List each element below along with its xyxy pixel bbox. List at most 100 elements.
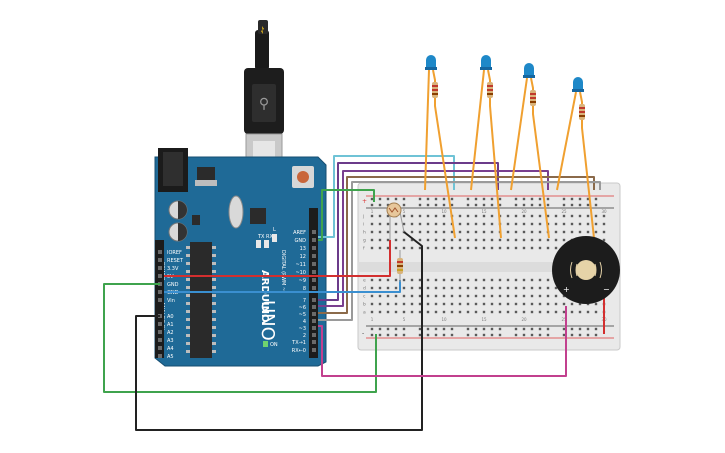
digital-pin [312, 305, 316, 309]
digital-pin [312, 286, 316, 290]
piezo-buzzer: + − [552, 236, 620, 304]
digital-pin [312, 246, 316, 250]
photoresistor [386, 202, 405, 240]
led-array [424, 55, 595, 239]
power-pin [158, 298, 162, 302]
wire-blue [164, 280, 401, 293]
row-letter: e [363, 279, 366, 284]
digital-pin-label: TX→1 [291, 340, 306, 346]
brand-label: ARDUINO [259, 270, 270, 322]
wire-green-gnd-bottom [103, 283, 377, 393]
column-number: 20 [521, 317, 527, 322]
power-pin [158, 266, 162, 270]
l-label: L [273, 227, 276, 233]
digital-pin-label: ~10 [295, 270, 306, 276]
digital-pin [312, 298, 316, 302]
led-with-resistor [510, 63, 550, 239]
column-number: 5 [403, 317, 406, 322]
digital-pin-label: RX←0 [292, 348, 306, 354]
row-letter: a [363, 311, 366, 316]
digital-pin [312, 262, 316, 266]
column-number: 25 [561, 317, 567, 322]
digital-pin [312, 319, 316, 323]
wire-magenta [318, 306, 567, 377]
digital-pin [312, 326, 316, 330]
column-number: 5 [403, 209, 406, 214]
rail-minus-bottom: - [362, 330, 364, 337]
analog-pin-label: A5 [167, 354, 174, 360]
rx-label: RX [266, 234, 273, 240]
pulldown-resistor [397, 250, 403, 282]
wires [103, 155, 605, 431]
power-pin-label: 3.3V [167, 266, 179, 272]
wire-cyan [318, 155, 455, 238]
row-letter: b [363, 302, 366, 308]
row-letter: g [363, 239, 366, 244]
model-label: UNO [257, 300, 278, 341]
power-pin-label: IOREF [167, 250, 182, 256]
digital-pin [312, 312, 316, 316]
digital-header-label: DIGITAL (PWM ~) [280, 250, 286, 293]
row-letter: h [363, 230, 366, 236]
digital-pin-label: ~6 [299, 305, 306, 311]
svg-text:⚲: ⚲ [259, 96, 269, 112]
digital-pin [312, 254, 316, 258]
power-pin [158, 250, 162, 254]
power-pin [158, 290, 162, 294]
digital-pin-label: 8 [303, 286, 306, 292]
column-number: 1 [371, 317, 374, 322]
row-letter: d [363, 286, 366, 292]
digital-pin [312, 278, 316, 282]
column-number: 20 [521, 209, 527, 214]
analog-pin-label: A4 [167, 346, 174, 352]
digital-pin-label: 12 [300, 254, 306, 260]
column-number: 30 [601, 209, 607, 214]
analog-pin [158, 346, 162, 350]
row-letter: j [362, 214, 364, 220]
row-letter: c [363, 295, 366, 300]
digital-pin [312, 238, 316, 242]
digital-pin-label: ~9 [299, 278, 306, 284]
digital-pin-label: ~3 [299, 326, 306, 332]
led-blue [573, 77, 583, 90]
wire-red-5v [164, 240, 391, 277]
analog-pin-label: A1 [167, 322, 174, 328]
digital-pin [312, 340, 316, 344]
wire-black [135, 231, 423, 431]
led-with-resistor [470, 55, 502, 239]
power-pin-label: GND [167, 282, 179, 288]
column-number: 10 [441, 317, 447, 322]
led-blue [481, 55, 491, 68]
breadboard-holes [370, 197, 606, 337]
analog-pin [158, 330, 162, 334]
ic-pins [186, 246, 216, 353]
wire-gray [318, 181, 601, 321]
buzzer-minus-label: − [603, 285, 610, 294]
analog-pin-label: A3 [167, 338, 174, 344]
digital-pin [312, 333, 316, 337]
analog-pin [158, 322, 162, 326]
column-number: 25 [561, 209, 567, 214]
power-pin [158, 258, 162, 262]
analog-pin-label: A0 [167, 314, 174, 320]
digital-pin-label: 2 [303, 333, 306, 339]
tx-label: TX [257, 234, 265, 240]
column-number: 1 [371, 209, 374, 214]
column-number: 15 [481, 209, 487, 214]
on-label: ON [270, 342, 278, 348]
buzzer-plus-label: + [563, 285, 570, 294]
led-with-resistor [556, 77, 595, 239]
wire-green-gnd-top [318, 189, 375, 241]
digital-pin [312, 230, 316, 234]
column-number: 15 [481, 317, 487, 322]
rail-plus-top: + [362, 198, 367, 205]
analog-pin-label: A2 [167, 330, 174, 336]
row-letter: i [363, 222, 364, 228]
analog-pin [158, 354, 162, 358]
